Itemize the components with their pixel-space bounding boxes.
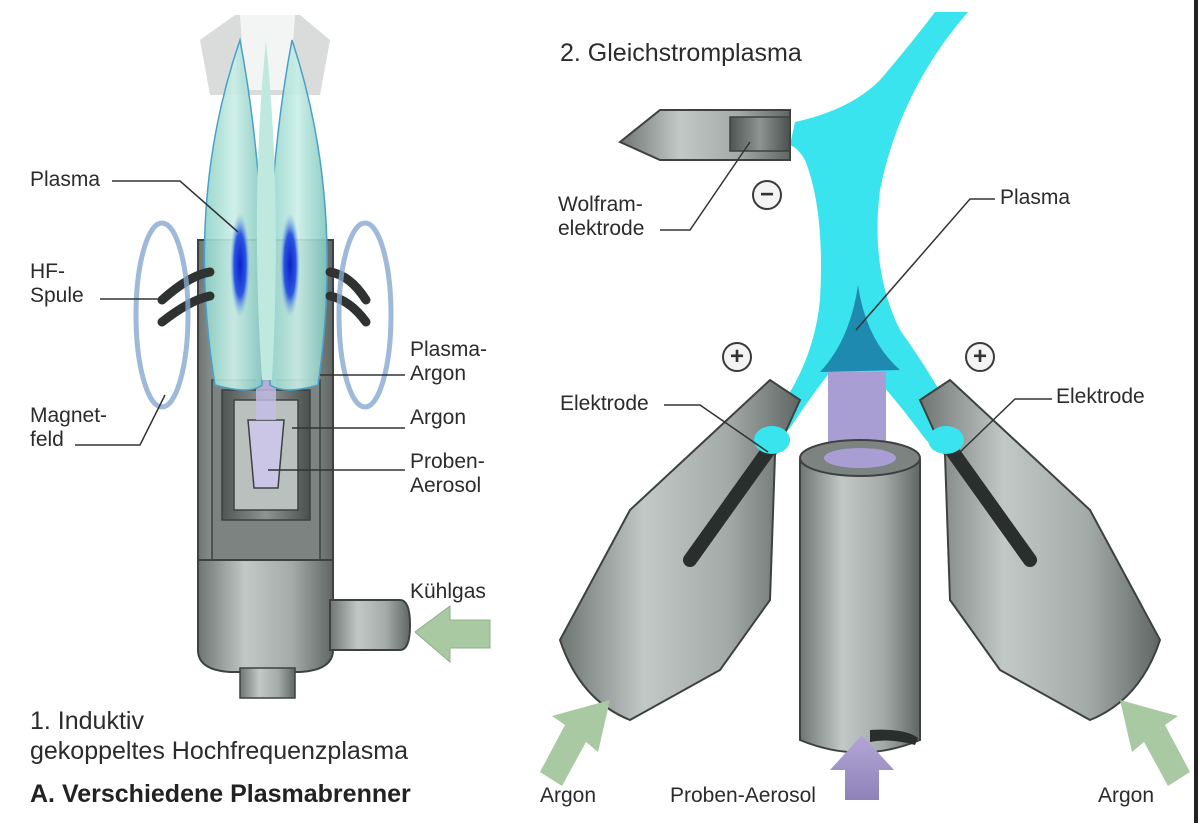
label-argon-left: Argon <box>540 784 596 808</box>
label-plasma-right: Plasma <box>1000 186 1070 210</box>
argon-arrow-right <box>1120 700 1190 786</box>
argon-arrow-left <box>540 700 610 786</box>
central-tube <box>800 445 920 753</box>
icp-base <box>198 560 333 672</box>
wolfram-tip <box>730 117 790 151</box>
page-edge <box>1194 0 1198 823</box>
plasma-tip-left <box>754 426 790 454</box>
icp-title: 1. Induktiv gekoppeltes Hochfrequenzplas… <box>30 706 408 766</box>
figure-caption: A. Verschiedene Plasmabrenner <box>30 780 411 809</box>
plasma-tip-right <box>928 426 964 454</box>
label-proben-aerosol-left: Proben- Aerosol <box>410 450 485 498</box>
plus-sign-icon-left: + <box>722 342 752 372</box>
label-kuehlgas: Kühlgas <box>410 580 486 604</box>
label-proben-aerosol-right: Proben-Aerosol <box>670 784 816 808</box>
label-elektrode-right: Elektrode <box>1056 385 1145 409</box>
label-hf-spule: HF- Spule <box>30 260 84 308</box>
icp-field-left <box>136 223 188 407</box>
icp-aerosol-nozzle <box>248 420 284 488</box>
kuehlgas-arrow <box>415 606 490 662</box>
label-elektrode-left: Elektrode <box>560 392 649 416</box>
label-wolfram: Wolfram- elektrode <box>558 193 644 241</box>
icp-hot-core-right <box>280 213 300 317</box>
minus-sign-icon: − <box>752 180 782 210</box>
plus-sign-icon-right: + <box>965 342 995 372</box>
icp-coolant-pipe <box>330 600 410 650</box>
label-argon-right: Argon <box>1098 784 1154 808</box>
dc-title: 2. Gleichstromplasma <box>560 38 802 68</box>
label-magnetfeld: Magnet- feld <box>30 404 107 452</box>
label-argon: Argon <box>410 406 466 430</box>
label-plasma-left: Plasma <box>30 168 100 192</box>
central-tube-bore <box>824 448 896 468</box>
icp-base-foot <box>240 668 295 698</box>
label-plasma-argon: Plasma- Argon <box>410 338 487 386</box>
